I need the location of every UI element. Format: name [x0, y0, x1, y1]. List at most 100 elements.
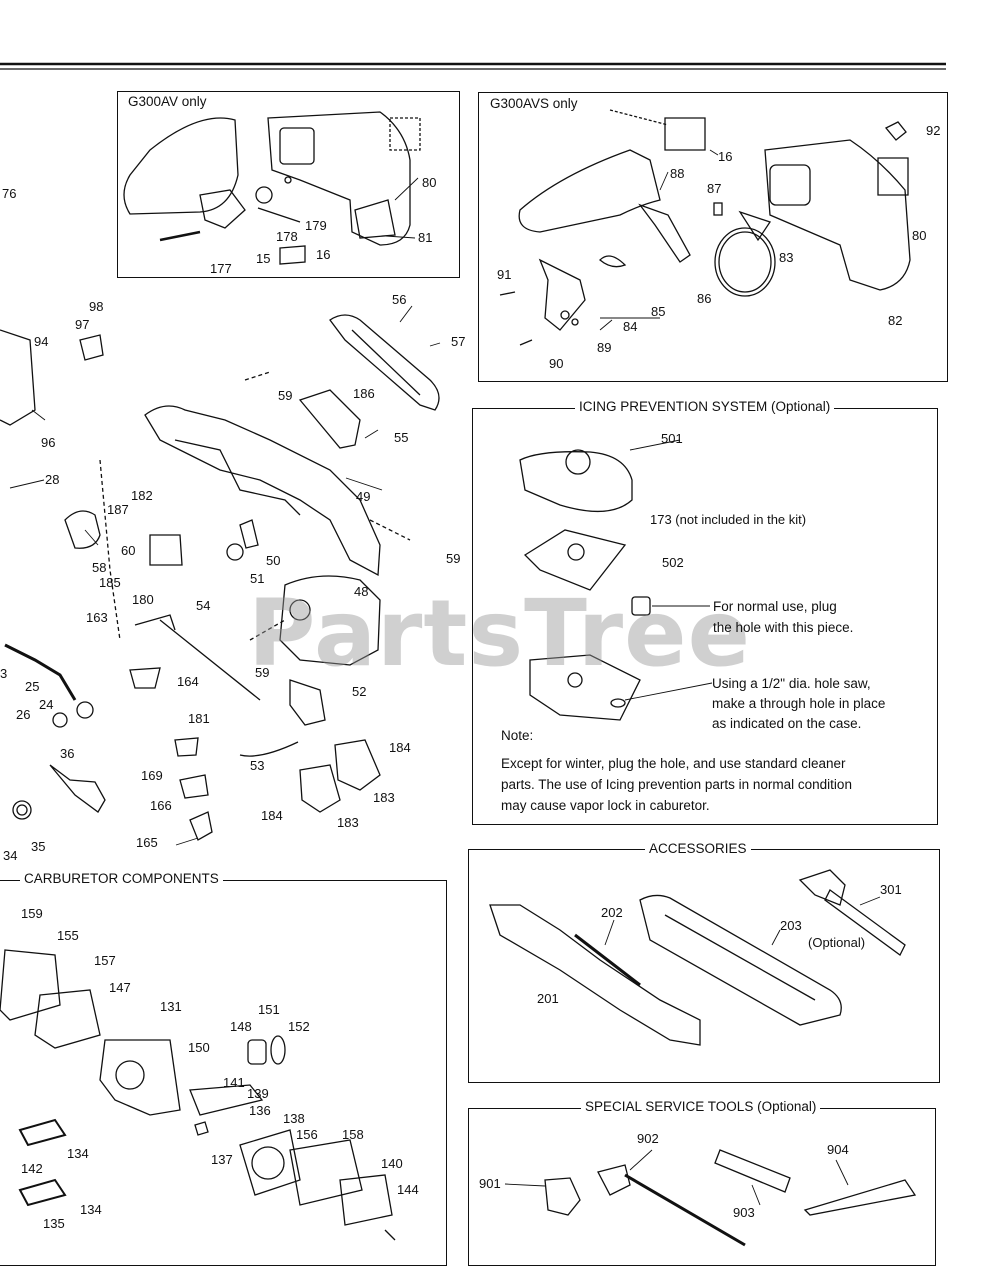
part-label: 142: [21, 1161, 43, 1176]
part-label: 60: [121, 543, 136, 558]
part-label: 203: [780, 918, 802, 933]
accessories-optional: (Optional): [808, 935, 866, 950]
g300avs-panel: [478, 92, 948, 382]
hole-saw-line3: as indicated on the case.: [712, 716, 862, 731]
part-label: 92: [926, 123, 941, 138]
part-label: 26: [16, 707, 31, 722]
part-label: 97: [75, 317, 90, 332]
part-label: 301: [880, 882, 902, 897]
part-label: 202: [601, 905, 623, 920]
part-label: 88: [670, 166, 685, 181]
watermark: PartsTree: [248, 580, 751, 687]
part-label: 98: [89, 299, 104, 314]
part-label: 86: [697, 291, 712, 306]
normal-use-line2: the hole with this piece.: [713, 620, 854, 635]
part-label: 186: [353, 386, 375, 401]
part-label: 902: [637, 1131, 659, 1146]
part-label: 59: [446, 551, 461, 566]
part-label: 52: [352, 684, 367, 699]
part-label: 82: [888, 313, 903, 328]
part-label: 140: [381, 1156, 403, 1171]
part-label: 139: [247, 1086, 269, 1101]
part-label: 85: [651, 304, 666, 319]
part-label: 28: [45, 472, 60, 487]
part-label: 16: [316, 247, 331, 262]
part-label: 59: [255, 665, 270, 680]
note-line2: parts. The use of Icing prevention parts…: [501, 777, 852, 792]
note-line1: Except for winter, plug the hole, and us…: [501, 756, 846, 771]
part-label: 177: [210, 261, 232, 276]
part-label: 184: [261, 808, 283, 823]
part-label: 57: [451, 334, 466, 349]
part-label: 81: [418, 230, 433, 245]
part-label: 131: [160, 999, 182, 1014]
part-label: 181: [188, 711, 210, 726]
part-label: 56: [392, 292, 407, 307]
part-label: 151: [258, 1002, 280, 1017]
part-label: 24: [39, 697, 54, 712]
part-label: 152: [288, 1019, 310, 1034]
part-label: 3: [0, 666, 8, 681]
part-label: 16: [718, 149, 733, 164]
part-label: 184: [389, 740, 411, 755]
part-label: 144: [397, 1182, 419, 1197]
part-label: 134: [67, 1146, 89, 1161]
part-label: 84: [623, 319, 638, 334]
part-label: 59: [278, 388, 293, 403]
note-line3: may cause vapor lock in caburetor.: [501, 798, 710, 813]
part-label: 137: [211, 1152, 233, 1167]
part-label: 138: [283, 1111, 305, 1126]
part-label: 159: [21, 906, 43, 921]
part-label: 51: [250, 571, 265, 586]
part-label: 155: [57, 928, 79, 943]
part-label: 201: [537, 991, 559, 1006]
part-label: 164: [177, 674, 199, 689]
part-label: 158: [342, 1127, 364, 1142]
normal-use-line1: For normal use, plug: [713, 599, 837, 614]
part-label: 58: [92, 560, 107, 575]
part-label: 25: [25, 679, 40, 694]
part-label: 96: [41, 435, 56, 450]
accessories-title: ACCESSORIES: [645, 841, 751, 856]
carburetor-title: CARBURETOR COMPONENTS: [20, 871, 223, 886]
part-label: 147: [109, 980, 131, 995]
g300avs-title: G300AVS only: [490, 96, 578, 111]
part-label: 501: [661, 431, 683, 446]
part-label: 904: [827, 1142, 849, 1157]
part-label: 165: [136, 835, 158, 850]
hole-saw-line1: Using a 1/2" dia. hole saw,: [712, 676, 871, 691]
part-label: 187: [107, 502, 129, 517]
part-label: 34: [3, 848, 18, 863]
part-label: 178: [276, 229, 298, 244]
part-label: 157: [94, 953, 116, 968]
part-label: 180: [132, 592, 154, 607]
part-label: 141: [223, 1075, 245, 1090]
part-label: 83: [779, 250, 794, 265]
part-label: 182: [131, 488, 153, 503]
icing-173-note: 173 (not included in the kit): [650, 512, 807, 527]
part-label: 49: [356, 489, 371, 504]
part-label: 55: [394, 430, 409, 445]
hole-saw-line2: make a through hole in place: [712, 696, 886, 711]
part-label: 183: [373, 790, 395, 805]
part-label: 135: [43, 1216, 65, 1231]
tools-title: SPECIAL SERVICE TOOLS (Optional): [581, 1099, 821, 1114]
part-label: 901: [479, 1176, 501, 1191]
part-label: 89: [597, 340, 612, 355]
part-label: 76: [2, 186, 17, 201]
part-label: 48: [354, 584, 369, 599]
tools-panel: [468, 1108, 936, 1266]
part-label: 36: [60, 746, 75, 761]
part-label: 50: [266, 553, 281, 568]
part-label: 169: [141, 768, 163, 783]
part-label: 156: [296, 1127, 318, 1142]
part-label: 185: [99, 575, 121, 590]
part-label: 80: [422, 175, 437, 190]
g300av-panel: [117, 91, 460, 278]
part-label: 502: [662, 555, 684, 570]
part-label: 54: [196, 598, 211, 613]
part-label: 150: [188, 1040, 210, 1055]
part-label: 80: [912, 228, 927, 243]
part-label: 53: [250, 758, 265, 773]
